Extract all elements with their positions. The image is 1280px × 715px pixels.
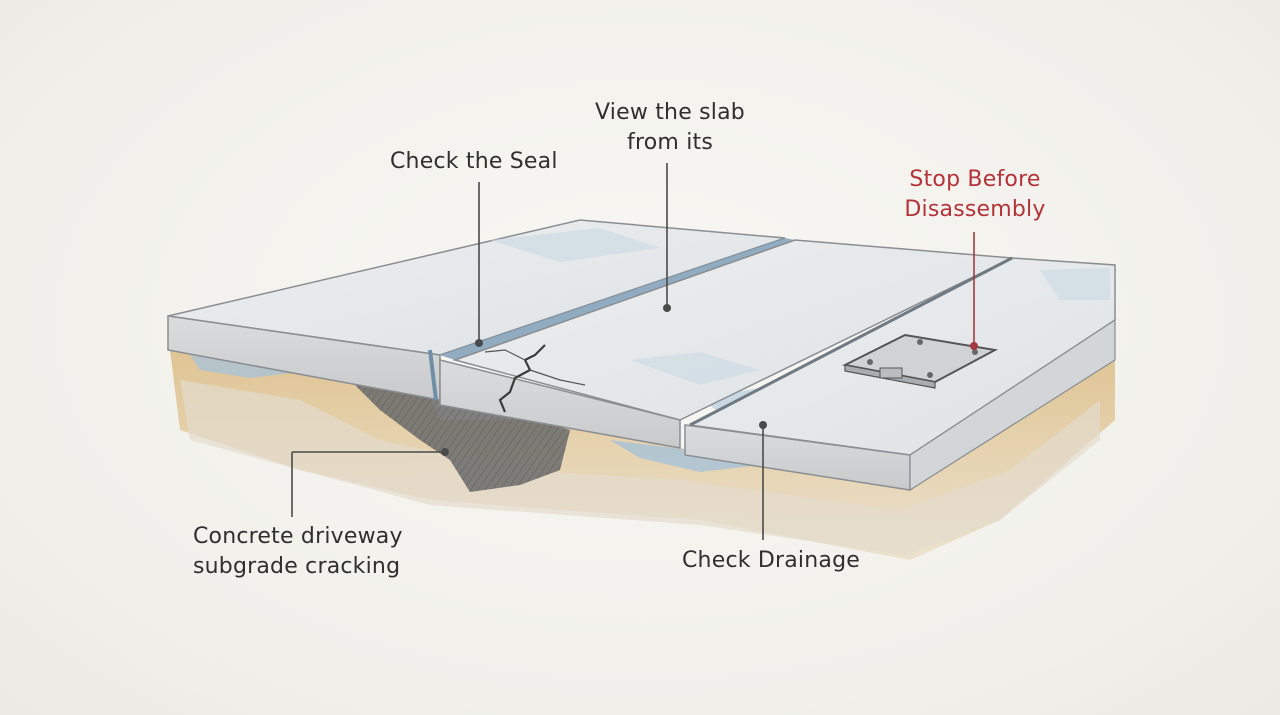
label-check-drainage: Check Drainage	[682, 548, 860, 573]
joint-seal	[440, 238, 795, 360]
label-check-seal: Check the Seal	[390, 149, 558, 174]
label-subgrade-cracking: Concrete driveway subgrade cracking	[193, 524, 403, 579]
water-pool-left	[190, 355, 300, 378]
water-pool-joint	[610, 440, 760, 472]
label-stop-before-disassembly: Stop Before Disassembly	[904, 167, 1046, 222]
label-view-slab: View the slab from its	[595, 100, 745, 155]
access-plate-icon	[841, 333, 999, 389]
slab-crack	[498, 344, 546, 413]
subgrade-gravel	[180, 380, 1100, 555]
slab-right-side	[909, 318, 1116, 492]
slab-middle-edge	[439, 359, 681, 449]
